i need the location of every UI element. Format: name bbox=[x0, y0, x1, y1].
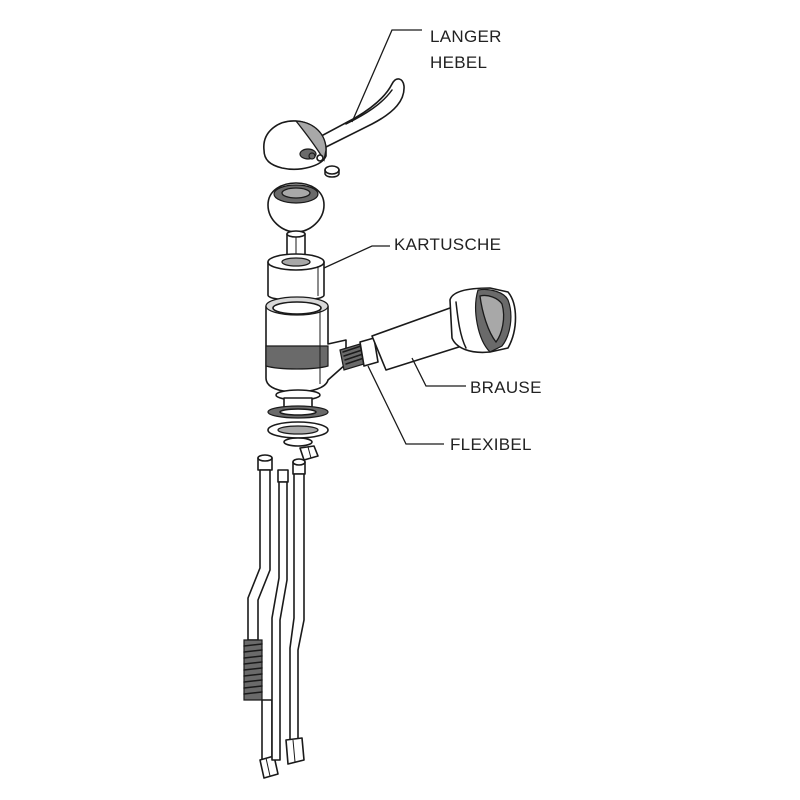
cap-ball bbox=[267, 182, 325, 233]
label-lever-line1: LANGER bbox=[430, 27, 502, 46]
long-lever-handle bbox=[263, 78, 405, 171]
supply-hose-left bbox=[243, 454, 279, 779]
leader-line-hose bbox=[367, 365, 444, 445]
mounting-nut bbox=[299, 445, 319, 461]
faucet-body bbox=[265, 296, 347, 393]
set-screw bbox=[324, 165, 340, 178]
label-lever-line2: HEBEL bbox=[430, 53, 488, 72]
label-spray: BRAUSE bbox=[470, 378, 542, 397]
label-cartridge: KARTUSCHE bbox=[394, 235, 502, 254]
supply-hose-middle bbox=[271, 469, 289, 761]
hose-fitting bbox=[339, 337, 379, 371]
leader-line-spray bbox=[411, 357, 466, 387]
leader-line-cartridge bbox=[323, 245, 390, 269]
base-gasket bbox=[267, 389, 329, 447]
leader-line-lever bbox=[351, 29, 422, 123]
label-hose: FLEXIBEL bbox=[450, 435, 532, 454]
supply-hose-right bbox=[285, 458, 306, 765]
cartridge bbox=[267, 230, 325, 301]
spray-head bbox=[371, 287, 517, 371]
